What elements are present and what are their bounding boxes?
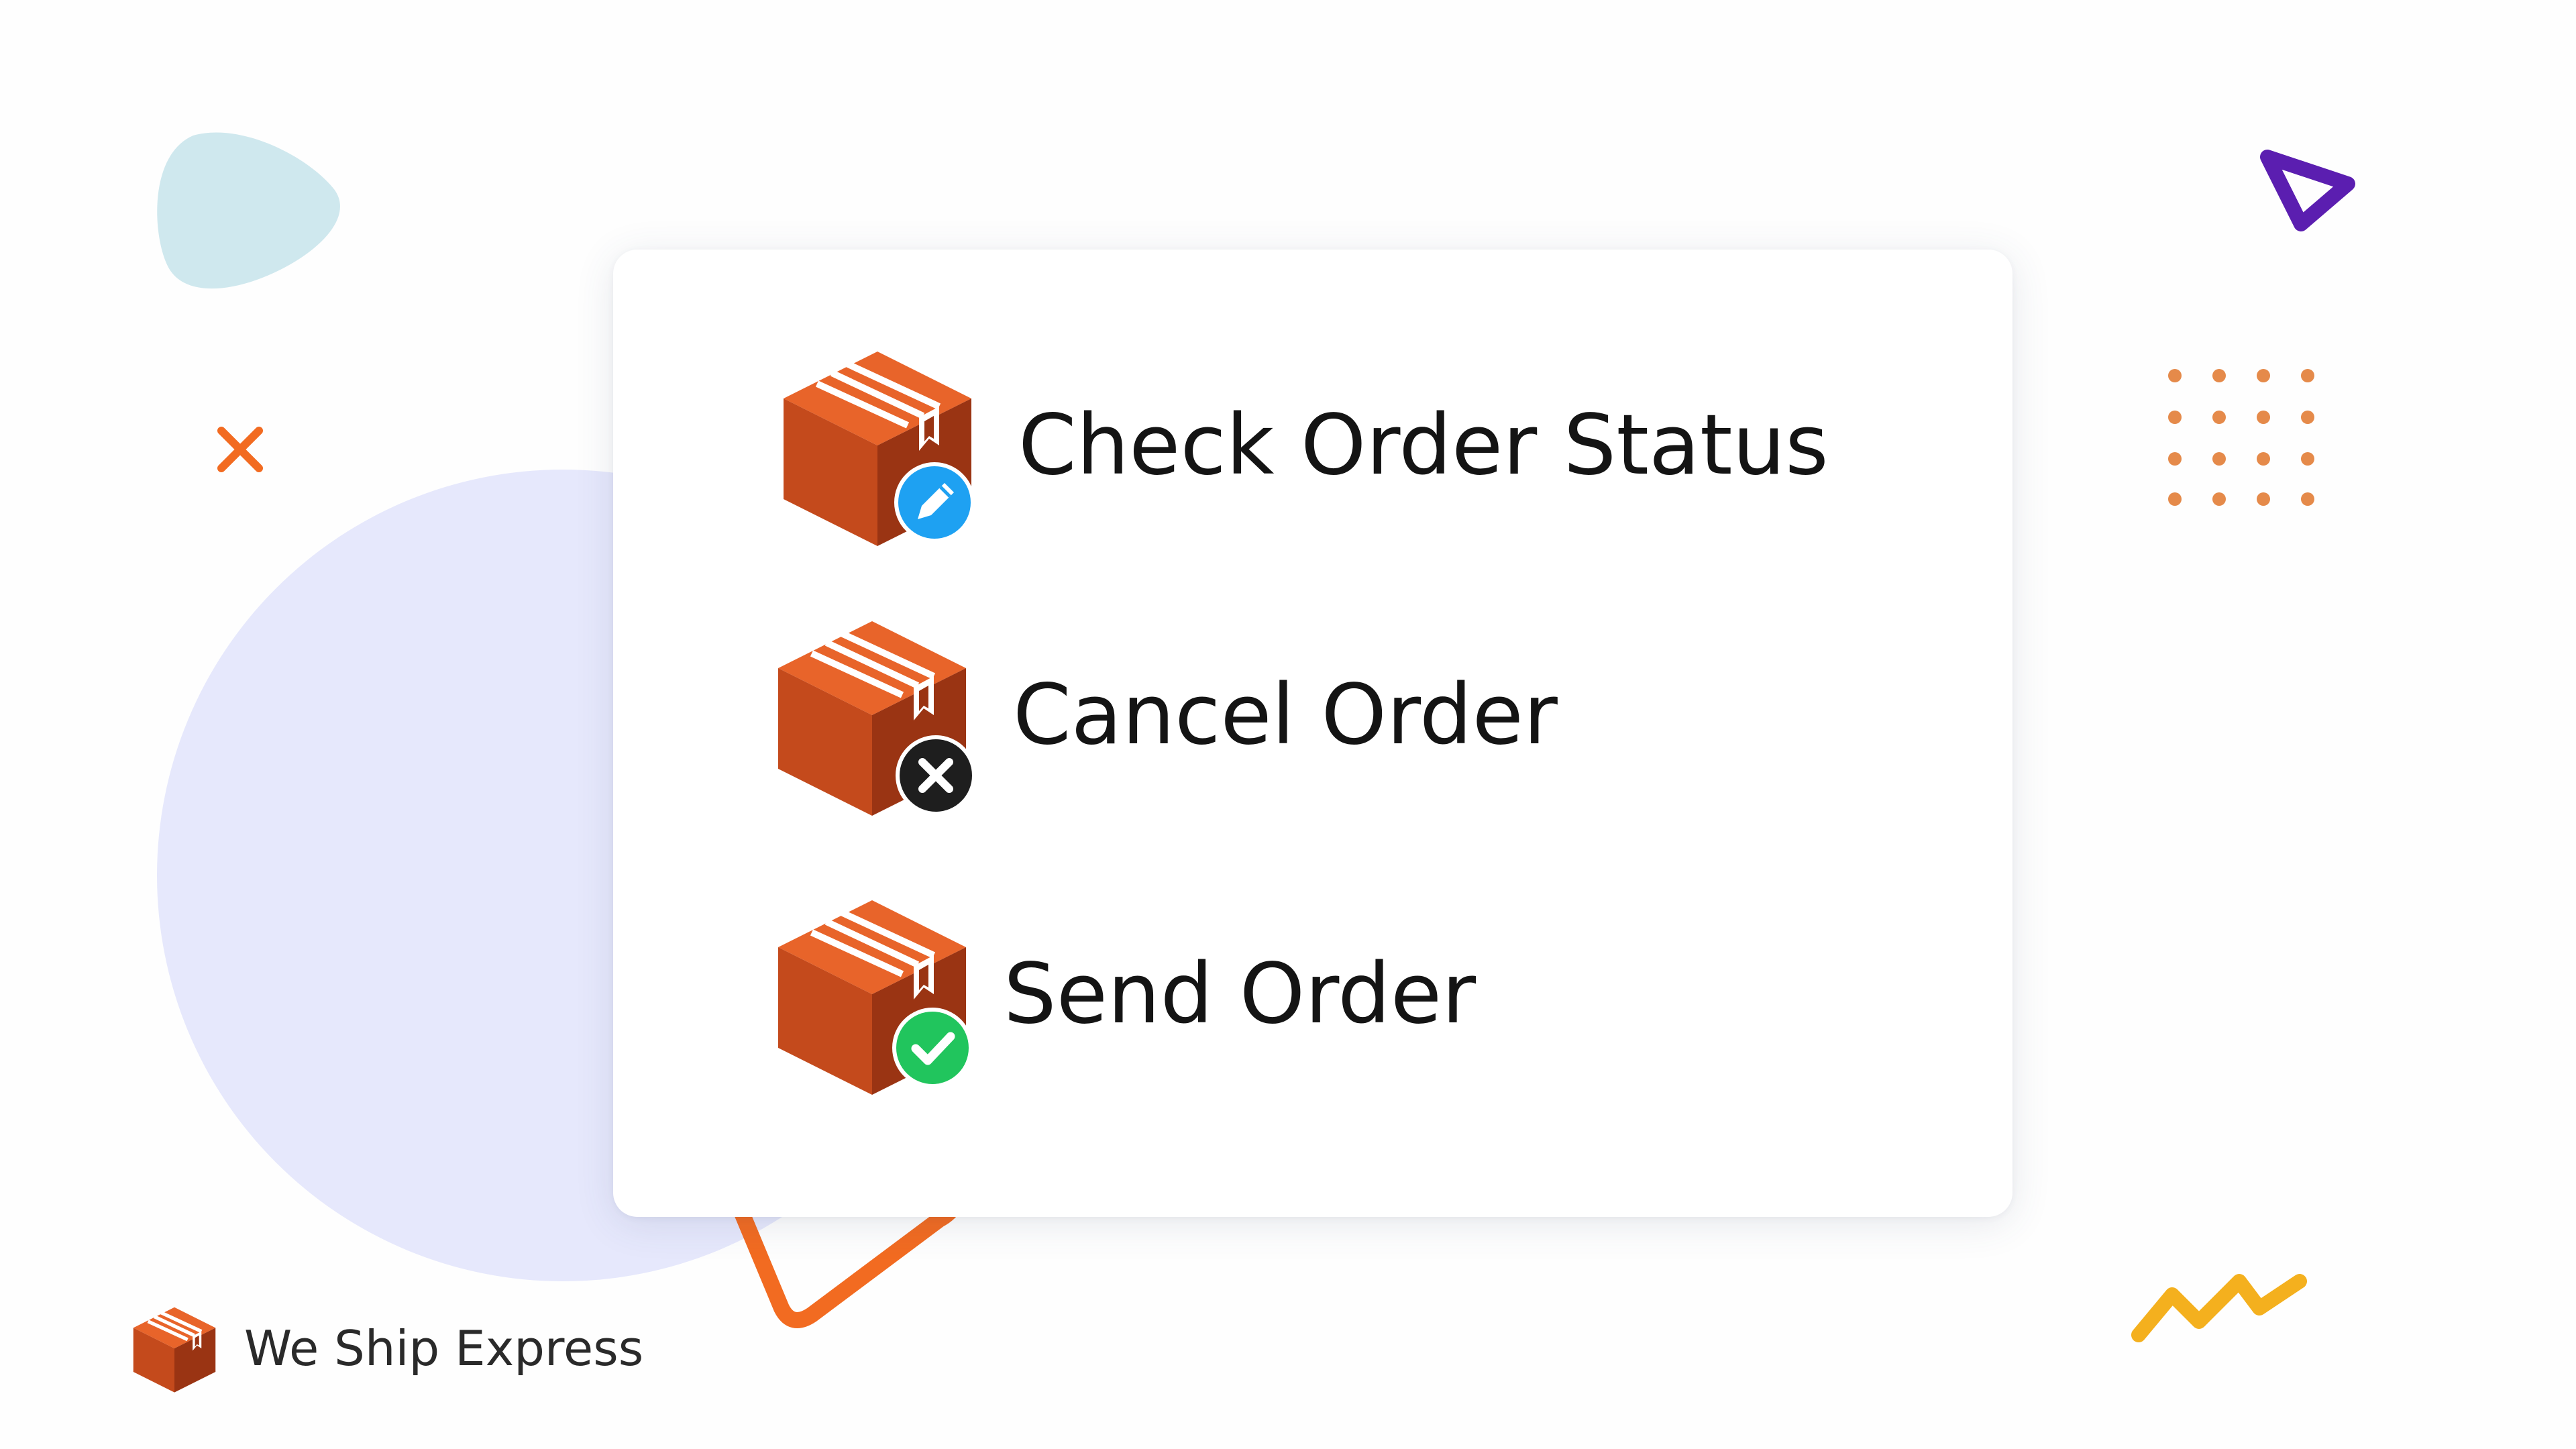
cancel-order-item[interactable]: Cancel Order — [765, 608, 1558, 822]
cancel-order-label: Cancel Order — [1013, 667, 1558, 763]
package-box-icon — [770, 338, 985, 553]
send-order-label: Send Order — [1004, 946, 1477, 1042]
check-order-status-item[interactable]: Check Order Status — [770, 338, 1829, 553]
close-icon — [896, 735, 976, 816]
yellow-zigzag-decoration — [2131, 1274, 2307, 1342]
package-box-icon — [765, 608, 979, 822]
package-box-icon — [127, 1301, 221, 1395]
check-order-status-label: Check Order Status — [1018, 397, 1829, 494]
check-icon — [892, 1008, 973, 1088]
orange-dot-grid-decoration — [2168, 369, 2314, 506]
purple-triangle-decoration — [2260, 150, 2355, 231]
brand-logo: We Ship Express — [127, 1301, 643, 1395]
pencil-icon — [894, 462, 975, 543]
send-order-item[interactable]: Send Order — [765, 887, 1476, 1102]
orange-cross-decoration — [217, 427, 263, 472]
teal-blob-decoration — [157, 132, 340, 289]
package-box-icon — [765, 887, 979, 1102]
brand-name: We Ship Express — [244, 1320, 644, 1377]
